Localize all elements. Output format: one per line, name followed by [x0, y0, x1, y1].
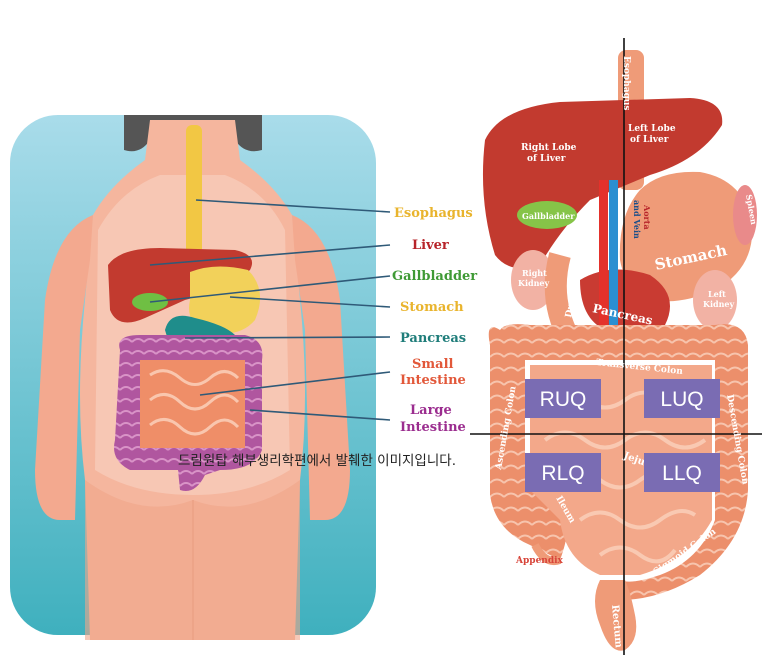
r-label-right-kidney-2: Kidney [518, 278, 549, 288]
right-kidney-diagram [511, 250, 555, 310]
stomach-diagram [619, 171, 753, 302]
r-label-left-lobe-1: Left Lobe [628, 124, 676, 134]
left-arm [35, 215, 93, 520]
quadrant-boxes: RUQ LUQ RLQ LLQ [525, 379, 720, 492]
body-illustration [10, 115, 376, 640]
label-small-intestine-line2: Intestine [400, 373, 466, 388]
hips [85, 480, 300, 640]
gallbladder-diagram [517, 201, 577, 229]
aorta-vessel [599, 180, 608, 350]
label-large-intestine-line1: Large [410, 403, 452, 418]
source-caption: 드림원탑 해부생리학편에서 발췌한 이미지입니다. [178, 453, 456, 469]
r-label-right-lobe-2: of Liver [527, 154, 566, 164]
right-arm [292, 215, 350, 520]
rectum-diagram [595, 580, 637, 651]
appendix-diagram [531, 543, 562, 565]
small-intestine-organ [140, 360, 245, 448]
label-esophagus: Esophagus [394, 206, 473, 221]
r-label-aorta: Aorta [642, 204, 652, 230]
llq-label: LLQ [662, 462, 702, 485]
r-label-right-kidney-1: Right [522, 268, 547, 278]
r-label-right-lobe-1: Right Lobe [521, 143, 577, 153]
ruq-box [525, 379, 601, 418]
small-intestine-loops [149, 369, 240, 436]
esophagus-organ [186, 125, 202, 265]
r-label-left-kidney-1: Left [708, 289, 726, 299]
luq-box [644, 379, 720, 418]
leader-lines [149, 199, 391, 421]
label-liver: Liver [412, 238, 449, 253]
spleen-diagram [733, 185, 757, 245]
r-label-gallbladder: Gallbladder [522, 211, 575, 221]
r-label-appendix: Appendix [515, 556, 564, 566]
r-label-esophagus: Esophagus [621, 56, 631, 111]
label-gallbladder: Gallbladder [392, 269, 477, 284]
r-label-left-lobe-2: of Liver [630, 135, 669, 145]
left-labels: Esophagus Liver Gallbladder Stomach Panc… [392, 206, 477, 435]
label-pancreas: Pancreas [400, 331, 466, 346]
rlq-label: RLQ [541, 462, 584, 485]
label-small-intestine-line1: Small [412, 357, 454, 372]
rlq-box [525, 453, 601, 492]
r-label-left-kidney-2: Kidney [703, 299, 734, 309]
r-label-rectum: Rectum [609, 604, 624, 648]
ruq-label: RUQ [540, 388, 587, 411]
vein-vessel [609, 180, 618, 350]
label-large-intestine-line2: Intestine [400, 420, 466, 435]
left-kidney-diagram [693, 270, 737, 330]
r-label-vein: and Vein [632, 200, 642, 239]
large-intestine-diagram [488, 324, 748, 600]
llq-box [644, 453, 720, 492]
label-stomach: Stomach [400, 300, 464, 315]
stomach-organ [189, 266, 261, 334]
luq-label: LUQ [660, 388, 703, 411]
